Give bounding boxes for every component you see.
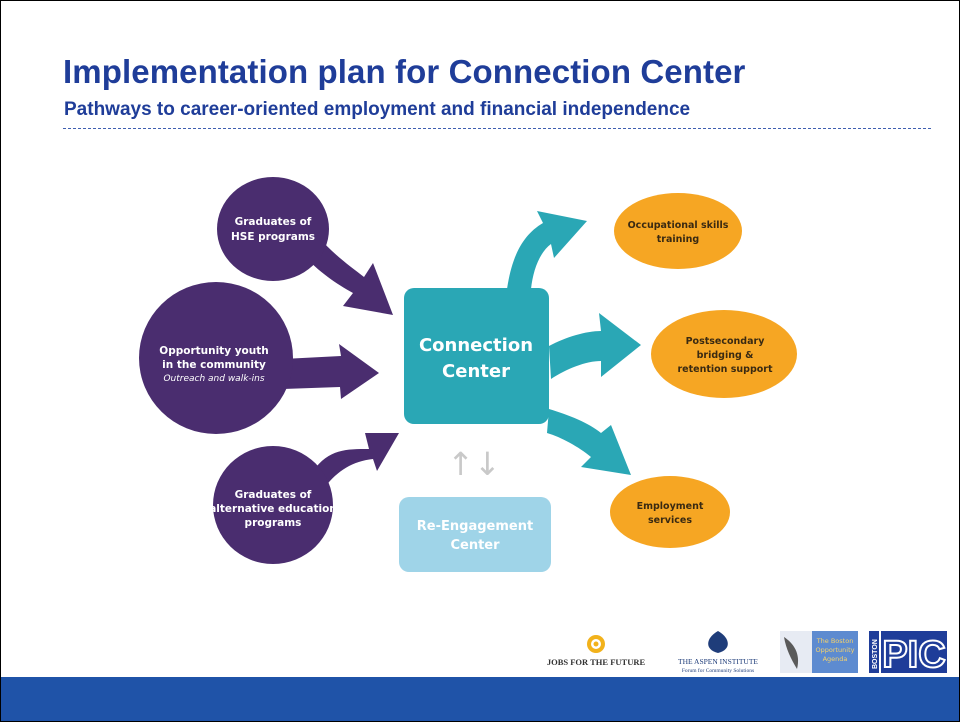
postsecondary-line2: bridging &	[697, 350, 754, 361]
node-alt-ed-graduates	[213, 446, 333, 564]
alt-ed-line2: alternative education	[209, 503, 337, 515]
node-reengagement-center	[399, 497, 551, 572]
boston-opportunity-agenda-logo: The Boston Opportunity Agenda	[780, 631, 858, 673]
reengagement-line2: Center	[450, 538, 500, 553]
node-connection-center	[404, 288, 549, 424]
postsecondary-line1: Postsecondary	[686, 336, 766, 347]
center-line1: Connection	[419, 335, 533, 356]
arrow-center-to-employment	[547, 409, 631, 475]
arrow-center-to-postsecondary	[549, 313, 641, 379]
aspen-line1: THE ASPEN INSTITUTE	[678, 657, 758, 666]
footer-bar	[1, 677, 959, 721]
center-line2: Center	[442, 361, 510, 382]
occupational-line2: training	[657, 234, 699, 245]
node-hse-graduates	[217, 177, 329, 281]
aspen-line2: Forum for Community Solutions	[682, 667, 754, 674]
boston-line3: Agenda	[823, 655, 848, 663]
youth-note: Outreach and walk-ins	[163, 374, 264, 384]
node-postsecondary-support	[651, 310, 797, 398]
jff-logo-text: JOBS FOR THE FUTURE	[547, 657, 646, 667]
jff-logo: JOBS FOR THE FUTURE	[547, 635, 646, 667]
youth-line2: in the community	[162, 359, 266, 371]
exchange-arrows-icon: ↑↓	[447, 445, 501, 483]
arrow-center-to-occupational	[507, 211, 587, 289]
reengagement-line1: Re-Engagement	[417, 519, 533, 534]
youth-line1: Opportunity youth	[159, 345, 268, 357]
arrow-alt-ed-to-center	[313, 433, 399, 487]
hse-line1: Graduates of	[235, 216, 312, 228]
title-divider	[63, 128, 931, 129]
slide-subtitle: Pathways to career-oriented employment a…	[64, 99, 691, 120]
alt-ed-line3: programs	[245, 517, 302, 529]
node-occupational-training	[614, 193, 742, 269]
node-opportunity-youth	[139, 282, 293, 434]
pathway-diagram: Graduates of HSE programs Opportunity yo…	[139, 177, 797, 572]
boston-pic-logo: BOSTON PIC	[869, 631, 947, 675]
boston-line2: Opportunity	[815, 646, 854, 654]
arrow-youth-to-center	[283, 344, 379, 399]
employment-line1: Employment	[637, 501, 704, 512]
slide-title: Implementation plan for Connection Cente…	[63, 53, 746, 90]
pic-vertical-text: BOSTON	[872, 639, 879, 669]
pic-text: PIC	[882, 634, 945, 675]
aspen-logo: THE ASPEN INSTITUTE Forum for Community …	[678, 631, 758, 674]
alt-ed-line1: Graduates of	[235, 489, 312, 501]
boston-line1: The Boston	[816, 637, 854, 645]
hse-line2: HSE programs	[231, 231, 315, 243]
partner-logos: JOBS FOR THE FUTURE THE ASPEN INSTITUTE …	[547, 631, 947, 675]
occupational-line1: Occupational skills	[628, 220, 729, 231]
postsecondary-line3: retention support	[677, 364, 773, 375]
employment-line2: services	[648, 515, 692, 526]
node-employment-services	[610, 476, 730, 548]
